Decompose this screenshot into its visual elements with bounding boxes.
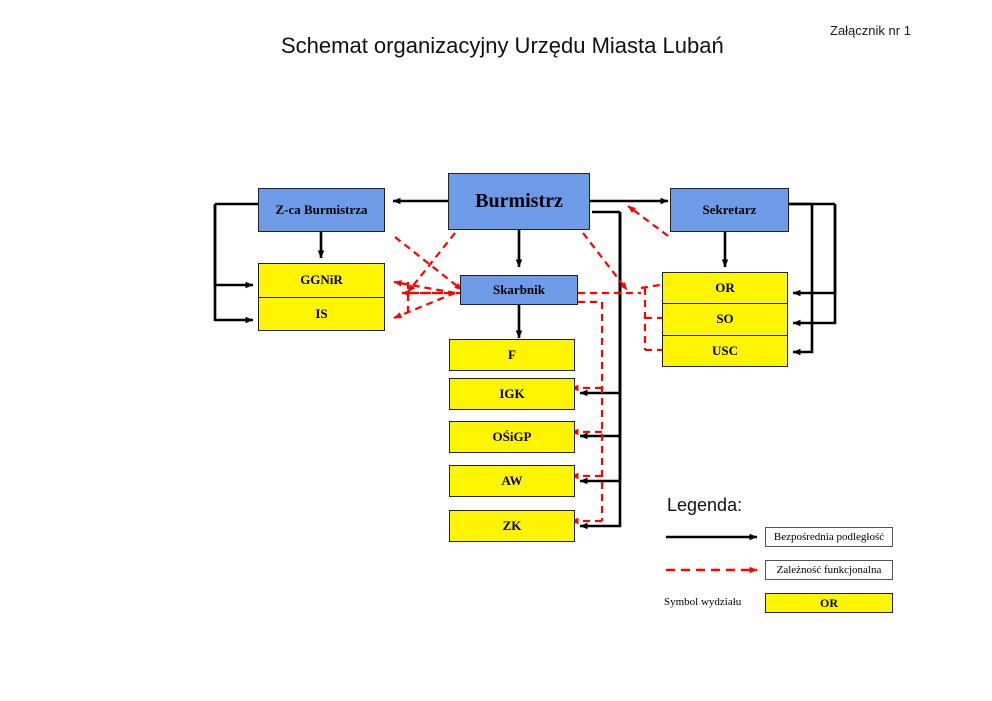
legend-functional-label: Zależność funkcjonalna [765,560,893,580]
legend-symbol-caption: Symbol wydziału [664,596,742,608]
node-igk-label: IGK [499,386,525,401]
node-so[interactable]: SO [663,304,787,336]
node-zk[interactable]: ZK [449,510,575,542]
node-f-label: F [508,347,516,362]
direct-subordination-links [213,197,837,530]
node-usc[interactable]: USC [663,336,787,366]
node-burmistrz[interactable]: Burmistrz [448,173,590,230]
flink-burmistrz-junction-left [407,232,456,293]
node-is-label: IS [315,305,328,321]
node-zk-label: ZK [502,518,522,533]
stack-zca-departments: GGNiR IS [258,263,385,331]
node-f[interactable]: F [449,339,575,371]
flink-junction-is [393,291,456,320]
legend-symbol-sample: OR [765,593,893,613]
node-zca-burmistrza[interactable]: Z-ca Burmistrza [258,188,385,232]
node-or[interactable]: OR [663,273,787,305]
functional-dependency-links [393,205,674,525]
node-aw-label: AW [501,473,523,488]
node-igk[interactable]: IGK [449,378,575,410]
legend-functional-text: Zależność funkcjonalna [776,564,882,576]
link-zca-left-is [213,204,254,324]
legend-direct-text: Bezpośrednia podległość [773,531,885,543]
node-zca-burmistrza-label: Z-ca Burmistrza [275,202,368,217]
node-so-label: SO [716,311,734,327]
functional-link-trunks [406,282,647,521]
node-or-label: OR [715,280,735,296]
legend-symbol-sample-text: OR [820,595,838,610]
node-skarbnik-label: Skarbnik [492,282,546,297]
node-sekretarz-label: Sekretarz [702,202,757,217]
stack-sekretarz-departments: OR SO USC [662,272,788,367]
node-ggnir[interactable]: GGNiR [259,264,384,298]
flink-junction-ggnir [393,280,456,295]
node-is[interactable]: IS [259,298,384,331]
ftrunk-skarbnik-down [578,300,604,521]
legend-title: Legenda: [667,495,743,515]
node-burmistrz-label: Burmistrz [475,190,563,212]
legend-direct-label: Bezpośrednia podległość [765,527,893,547]
flink-skarbnik-sekretarz [627,205,669,237]
node-skarbnik[interactable]: Skarbnik [460,275,578,305]
node-osigp-label: OŚiGP [492,429,532,444]
link-burmistrz-zk [579,212,622,530]
node-usc-label: USC [711,342,738,358]
node-osigp[interactable]: OŚiGP [449,421,575,453]
link-sekretarz-right-usc [792,204,814,356]
flink-burmistrz-junction-right [582,232,628,291]
link-sekretarz-right-so [792,204,837,327]
direct-link-trunks [215,202,835,214]
node-sekretarz[interactable]: Sekretarz [670,188,789,232]
node-aw[interactable]: AW [449,465,575,497]
flink-skarbnik-zca [394,236,463,291]
attachment-note: Załącznik nr 1 [830,23,911,38]
node-ggnir-label: GGNiR [300,272,343,288]
page-title: Schemat organizacyjny Urzędu Miasta Luba… [281,33,724,58]
